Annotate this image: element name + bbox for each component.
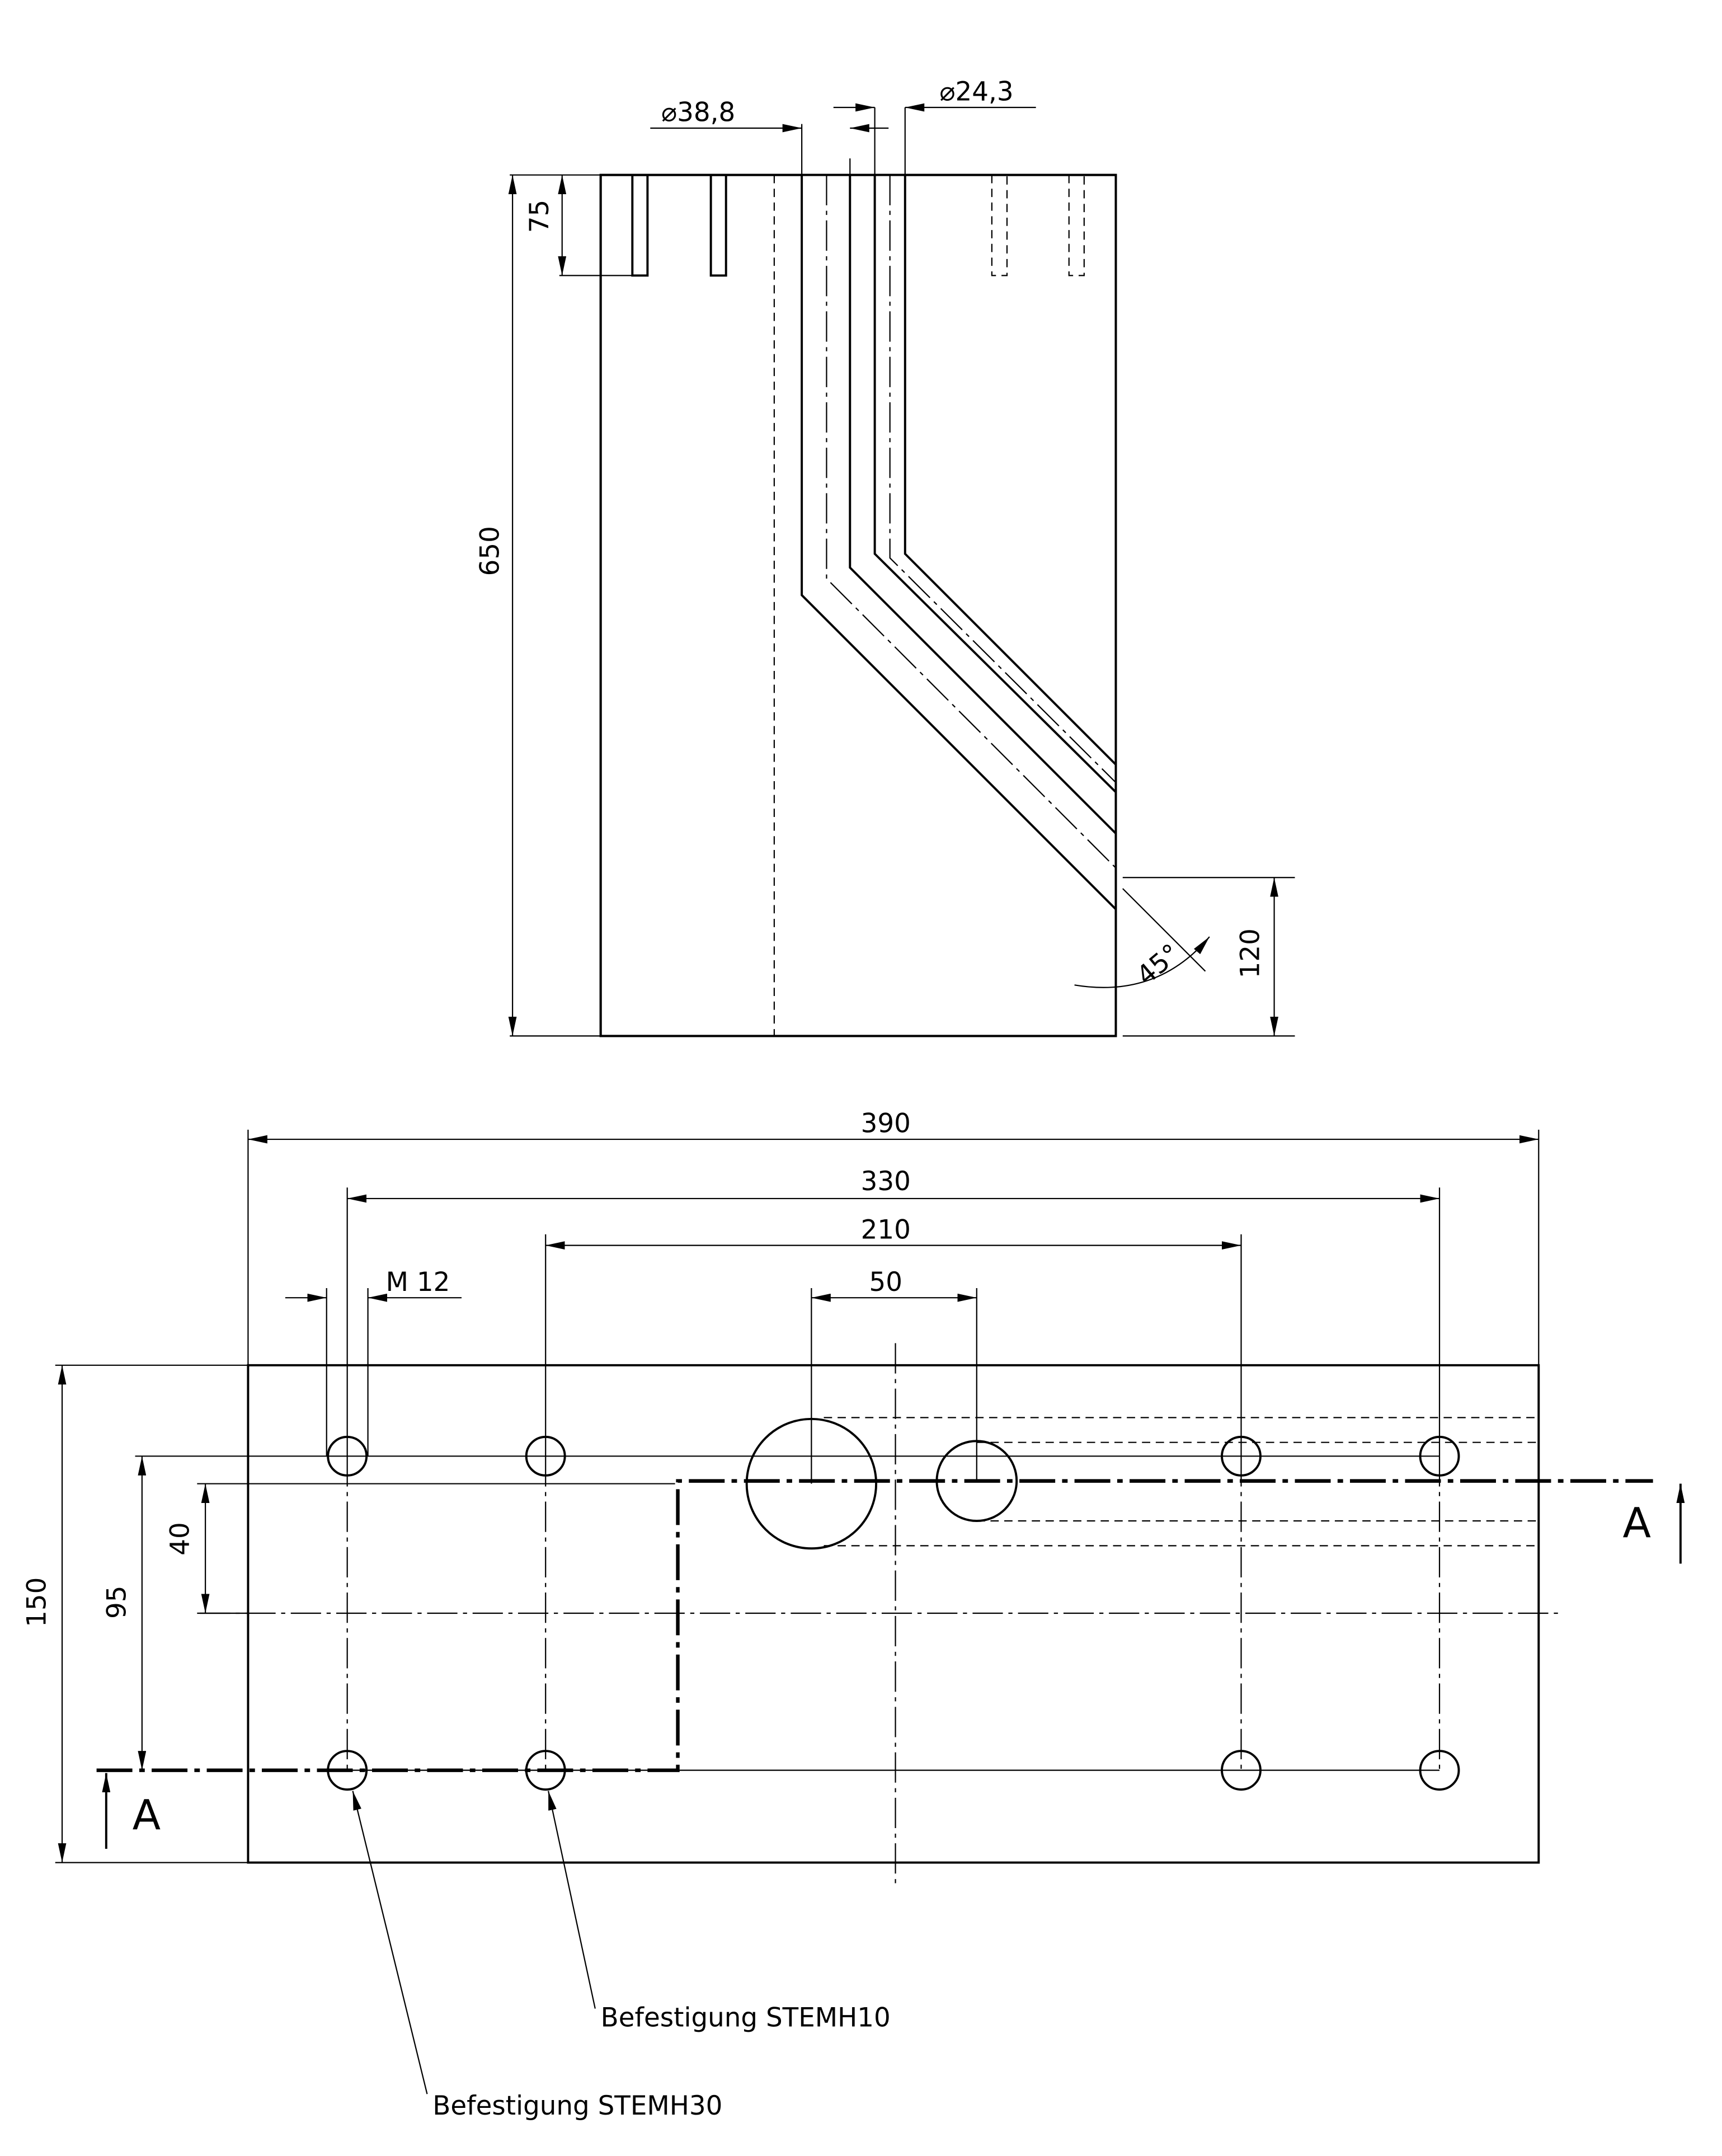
holes bbox=[327, 1417, 1460, 1791]
dia-small-label: ⌀24,3 bbox=[939, 77, 1013, 107]
section-label-right: A bbox=[1622, 1500, 1651, 1548]
bore-large bbox=[745, 1417, 878, 1550]
top-view: A A 390 330 210 50 M 12 150 95 40 Befest… bbox=[22, 1109, 1685, 2121]
dim-120-label: 120 bbox=[1236, 928, 1266, 978]
dia-large-label: ⌀38,8 bbox=[661, 98, 735, 128]
dim-210-label: 210 bbox=[861, 1215, 911, 1245]
dim-75-label: 75 bbox=[525, 200, 555, 233]
channels bbox=[631, 175, 1116, 1036]
section-line-a bbox=[96, 1479, 1653, 1772]
dim-95-label: 95 bbox=[102, 1586, 132, 1619]
plate-outline bbox=[247, 1364, 1540, 1864]
section-view: 650 75 120 45° ⌀38,8 ⌀24,3 bbox=[475, 77, 1295, 1037]
thread-label: M 12 bbox=[386, 1267, 450, 1298]
dim-50-label: 50 bbox=[869, 1267, 903, 1298]
dim-650-label: 650 bbox=[475, 526, 505, 576]
dim-330-label: 330 bbox=[861, 1167, 911, 1197]
section-label-left: A bbox=[133, 1792, 161, 1840]
dim-150-label: 150 bbox=[22, 1577, 53, 1627]
callout-stemh10: Befestigung STEMH10 bbox=[601, 2003, 891, 2033]
callout-stemh30: Befestigung STEMH30 bbox=[432, 2091, 722, 2121]
dim-390-label: 390 bbox=[861, 1109, 911, 1139]
dim-40-label: 40 bbox=[166, 1522, 196, 1556]
